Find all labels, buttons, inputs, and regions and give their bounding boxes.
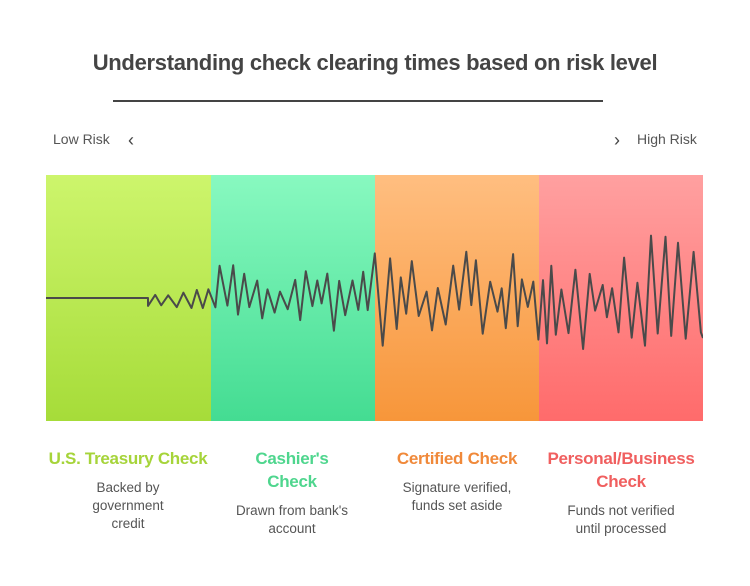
- risk-spectrum-chart: [46, 175, 703, 421]
- chevron-right-icon: ›: [614, 130, 620, 150]
- low-risk-label: Low Risk: [53, 131, 110, 147]
- category-certified: Certified Check Signature verified, fund…: [375, 447, 539, 515]
- title-underline: [113, 100, 603, 102]
- segment-cashiers: [211, 175, 375, 421]
- high-risk-label: High Risk: [637, 131, 697, 147]
- category-name: Cashier's Check: [255, 449, 329, 491]
- category-name: Personal/Business Check: [547, 449, 695, 491]
- chevron-left-icon: ‹: [128, 130, 134, 150]
- category-description: Backed by government credit: [92, 480, 164, 531]
- category-description: Drawn from bank's account: [235, 503, 349, 536]
- volatility-waveform: [46, 234, 703, 350]
- waveform-line: [46, 234, 703, 350]
- category-description: Signature verified, funds set aside: [402, 480, 512, 513]
- category-treasury: U.S. Treasury Check Backed by government…: [46, 447, 210, 533]
- category-description: Funds not verified until processed: [567, 503, 675, 536]
- category-name: U.S. Treasury Check: [48, 449, 208, 468]
- page-title: Understanding check clearing times based…: [92, 50, 658, 75]
- category-cashiers: Cashier's Check Drawn from bank's accoun…: [210, 447, 374, 538]
- category-personal: Personal/Business Check Funds not verifi…: [535, 447, 707, 538]
- category-name: Certified Check: [396, 449, 518, 468]
